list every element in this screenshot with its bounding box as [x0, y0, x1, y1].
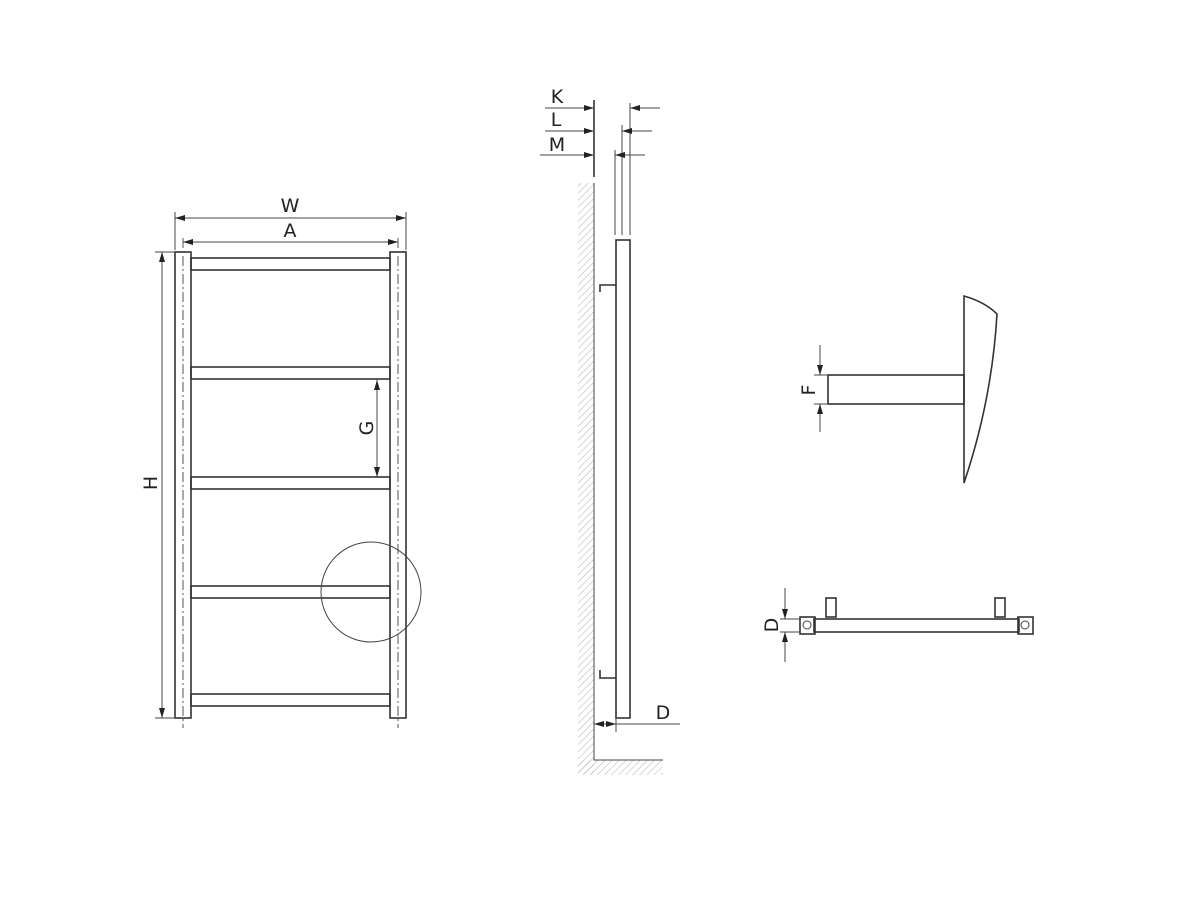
bottom-view: D — [761, 588, 1034, 662]
floor — [578, 760, 663, 775]
bottom-rail — [813, 618, 1020, 633]
m-label: M — [549, 134, 565, 156]
bracket-bottom — [599, 670, 616, 679]
side-depth-label: D — [656, 702, 671, 724]
pipe-label: F — [798, 385, 820, 396]
height-label: H — [140, 476, 162, 490]
side-view: K L M D — [540, 86, 680, 775]
rung — [190, 693, 391, 707]
rung — [190, 476, 391, 490]
axis-width-label: A — [284, 220, 297, 242]
rung — [190, 585, 391, 599]
radiator-profile — [615, 239, 631, 719]
left-valve — [825, 597, 837, 618]
width-label: W — [281, 195, 300, 217]
bottom-depth-label: D — [761, 618, 783, 633]
rung — [190, 257, 391, 271]
rung — [190, 366, 391, 380]
l-label: L — [551, 109, 562, 131]
bracket-top — [599, 284, 616, 292]
bracket-detail: F — [798, 294, 998, 484]
wall — [578, 183, 594, 775]
k-label: K — [551, 86, 564, 108]
rungs — [190, 257, 391, 707]
left-end-cap — [799, 616, 816, 635]
wall-plate — [963, 294, 998, 484]
detail-circle — [320, 541, 422, 643]
front-view: W A H G — [140, 195, 422, 728]
pipe — [827, 374, 965, 405]
right-end-cap — [1017, 616, 1034, 635]
right-valve — [994, 597, 1006, 618]
rung-spacing-label: G — [356, 421, 378, 436]
